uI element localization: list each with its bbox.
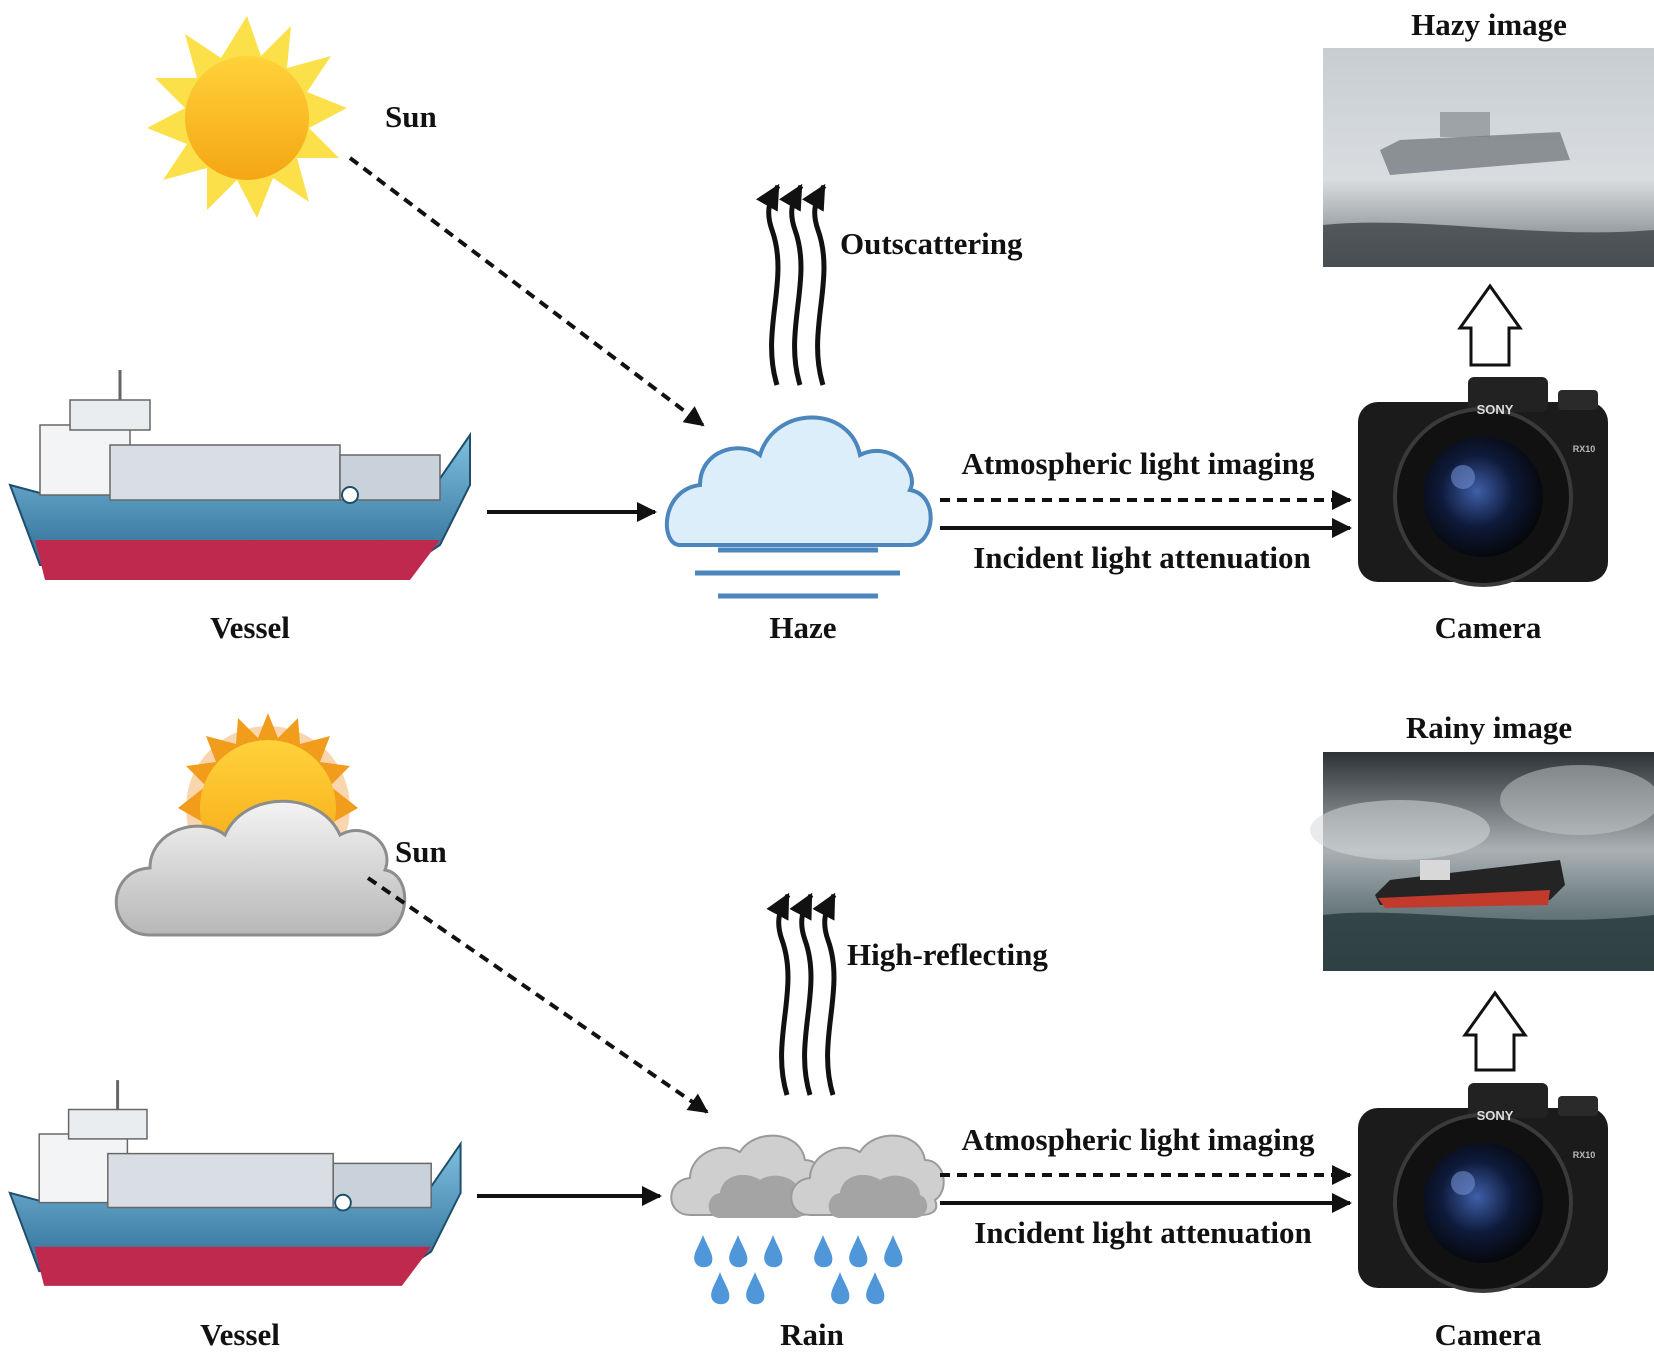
- hazy-image: [1323, 48, 1654, 267]
- camera-model: RX10: [1573, 444, 1596, 454]
- vessel-label: Vessel: [210, 610, 290, 645]
- camera-brand: SONY: [1477, 402, 1514, 417]
- sun-label: Sun: [385, 99, 437, 134]
- outscattering-arrows: [755, 183, 827, 386]
- bottom-panel: Sun High-reflecting Vessel: [8, 710, 1654, 1352]
- top-panel: Sun Outscattering Vessel Haze Atmospheri…: [8, 7, 1654, 645]
- sunlight-arrow-bottom: [366, 876, 709, 1114]
- sun-label-bottom: Sun: [395, 834, 447, 869]
- high-reflecting-label: High-reflecting: [847, 937, 1048, 972]
- incident-light-label: Incident light attenuation: [973, 540, 1311, 575]
- camera-brand-bottom: SONY: [1477, 1108, 1514, 1123]
- incident-light-label-bottom: Incident light attenuation: [974, 1215, 1312, 1250]
- camera-label: Camera: [1435, 610, 1542, 645]
- camera-model-bottom: RX10: [1573, 1150, 1596, 1160]
- rainy-image-title: Rainy image: [1406, 710, 1572, 745]
- vessel-icon: [8, 368, 472, 582]
- hazy-image-title: Hazy image: [1411, 7, 1567, 42]
- atmospheric-light-label-bottom: Atmospheric light imaging: [961, 1122, 1315, 1157]
- haze-icon: [665, 415, 933, 599]
- hollow-up-arrow: [1457, 283, 1523, 367]
- vessel-icon-bottom: [8, 1078, 463, 1288]
- sun-icon: [147, 16, 347, 218]
- vessel-label-bottom: Vessel: [200, 1317, 280, 1352]
- high-reflecting-arrows: [766, 892, 837, 1096]
- atmospheric-light-label: Atmospheric light imaging: [961, 446, 1315, 481]
- camera-label-bottom: Camera: [1435, 1317, 1542, 1352]
- rain-label: Rain: [780, 1317, 844, 1352]
- sunlight-arrow: [348, 156, 705, 427]
- sun-cloud-icon: [114, 713, 407, 937]
- rain-icon: [670, 1134, 945, 1305]
- outscattering-label: Outscattering: [840, 226, 1023, 261]
- haze-label: Haze: [769, 610, 836, 645]
- rainy-image: [1310, 752, 1654, 971]
- hollow-up-arrow-bottom: [1462, 990, 1528, 1072]
